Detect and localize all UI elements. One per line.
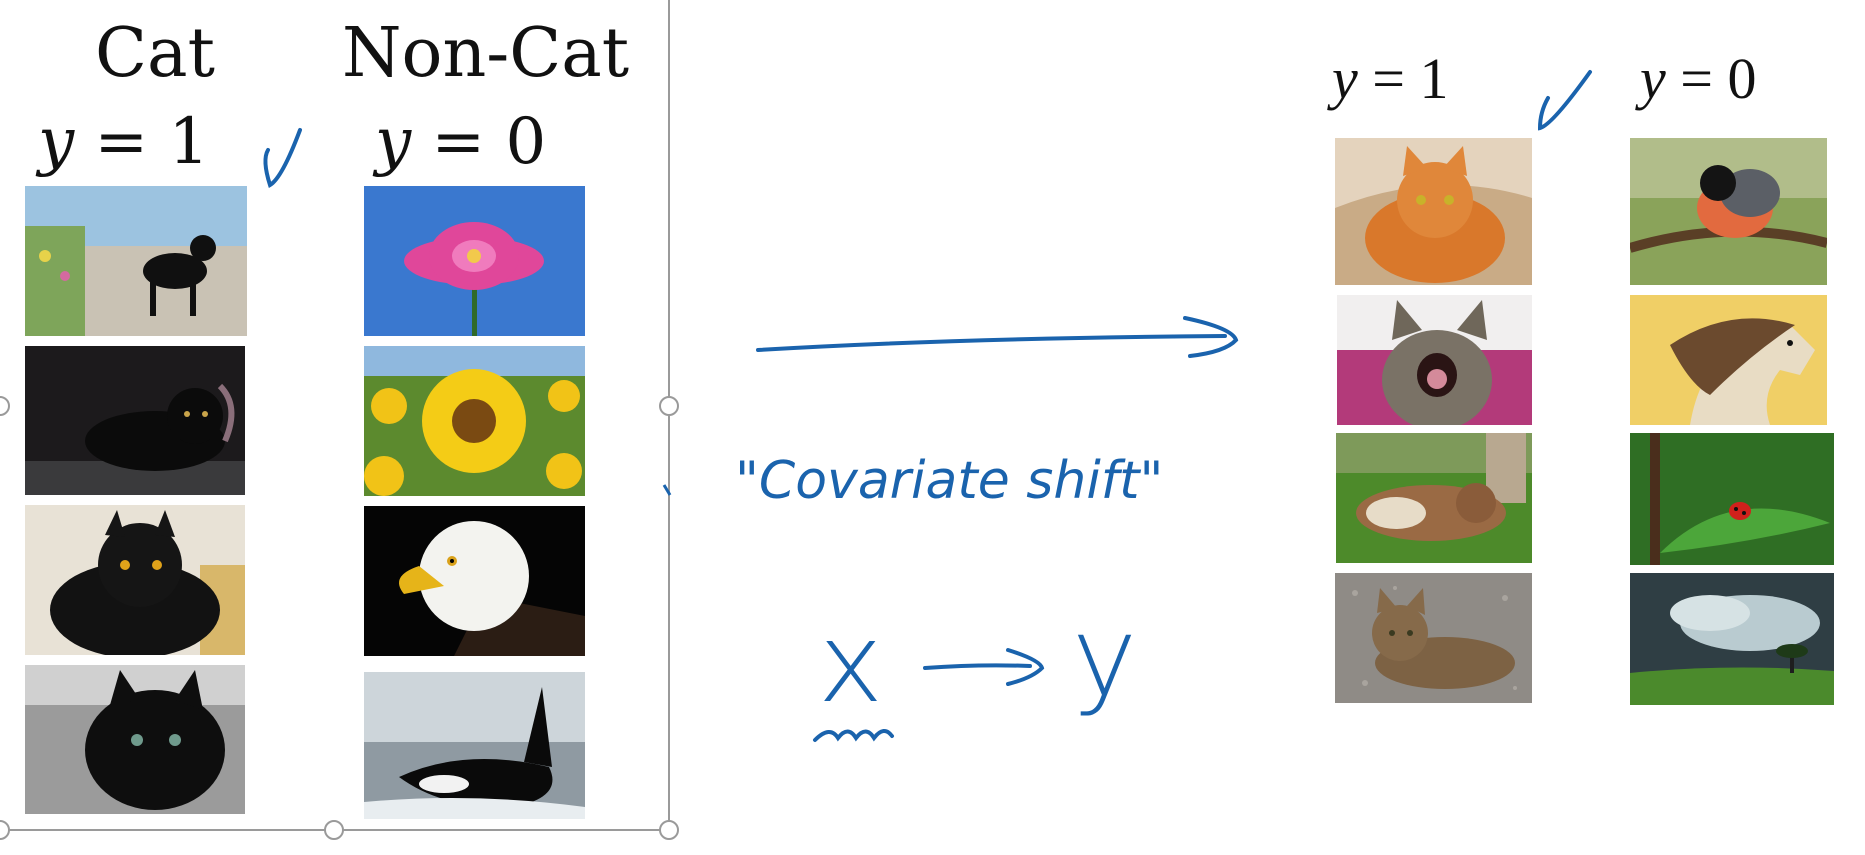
label-variable: y [375, 105, 412, 179]
target-cat-image [1336, 433, 1532, 563]
target-noncat-image [1630, 138, 1827, 285]
underline-squiggle-icon [813, 729, 894, 742]
source-noncat-label: y = 0 [375, 110, 546, 174]
source-noncat-image [364, 346, 585, 496]
noncat-column-title: Non-Cat [342, 14, 630, 93]
label-variable: y [38, 105, 75, 179]
source-noncat-image [364, 672, 585, 819]
target-noncat-label: y = 0 [1640, 50, 1756, 108]
label-value: = 1 [1357, 46, 1449, 111]
long-arrow-icon [756, 334, 1227, 352]
resize-handle-left-middle[interactable] [0, 396, 10, 416]
source-noncat-image [364, 506, 585, 656]
source-cat-image [25, 665, 245, 814]
covariate-shift-annotation: "Covariate shift" [735, 451, 1164, 511]
source-cat-image [25, 505, 245, 655]
source-cat-image [25, 346, 245, 495]
resize-handle-bottom-left[interactable] [0, 820, 10, 840]
y-symbol: y [1072, 593, 1138, 721]
label-variable: y [1332, 46, 1358, 111]
resize-handle-bottom-middle[interactable] [324, 820, 344, 840]
cat-column-title: Cat [95, 14, 215, 93]
resize-handle-right-middle[interactable] [659, 396, 679, 416]
label-value: = 1 [74, 105, 210, 179]
source-cat-image [25, 186, 247, 336]
arrowhead-icon [1006, 648, 1045, 686]
small-arrow-icon [923, 663, 1032, 670]
source-cat-label: y = 1 [38, 110, 209, 174]
checkmark-icon [263, 128, 302, 188]
target-cat-label: y = 1 [1332, 50, 1448, 108]
label-value: = 0 [411, 105, 547, 179]
target-cat-image [1335, 573, 1532, 703]
label-variable: y [1640, 46, 1666, 111]
arrowhead-icon [1183, 316, 1239, 358]
target-noncat-image [1630, 573, 1834, 705]
x-symbol: x [818, 599, 884, 727]
target-cat-image [1335, 138, 1532, 285]
label-value: = 0 [1665, 46, 1757, 111]
target-noncat-image [1630, 433, 1834, 565]
resize-handle-bottom-right[interactable] [659, 820, 679, 840]
target-cat-image [1337, 295, 1532, 425]
source-noncat-image [364, 186, 585, 336]
checkmark-icon [1537, 70, 1592, 131]
target-noncat-image [1630, 295, 1827, 425]
